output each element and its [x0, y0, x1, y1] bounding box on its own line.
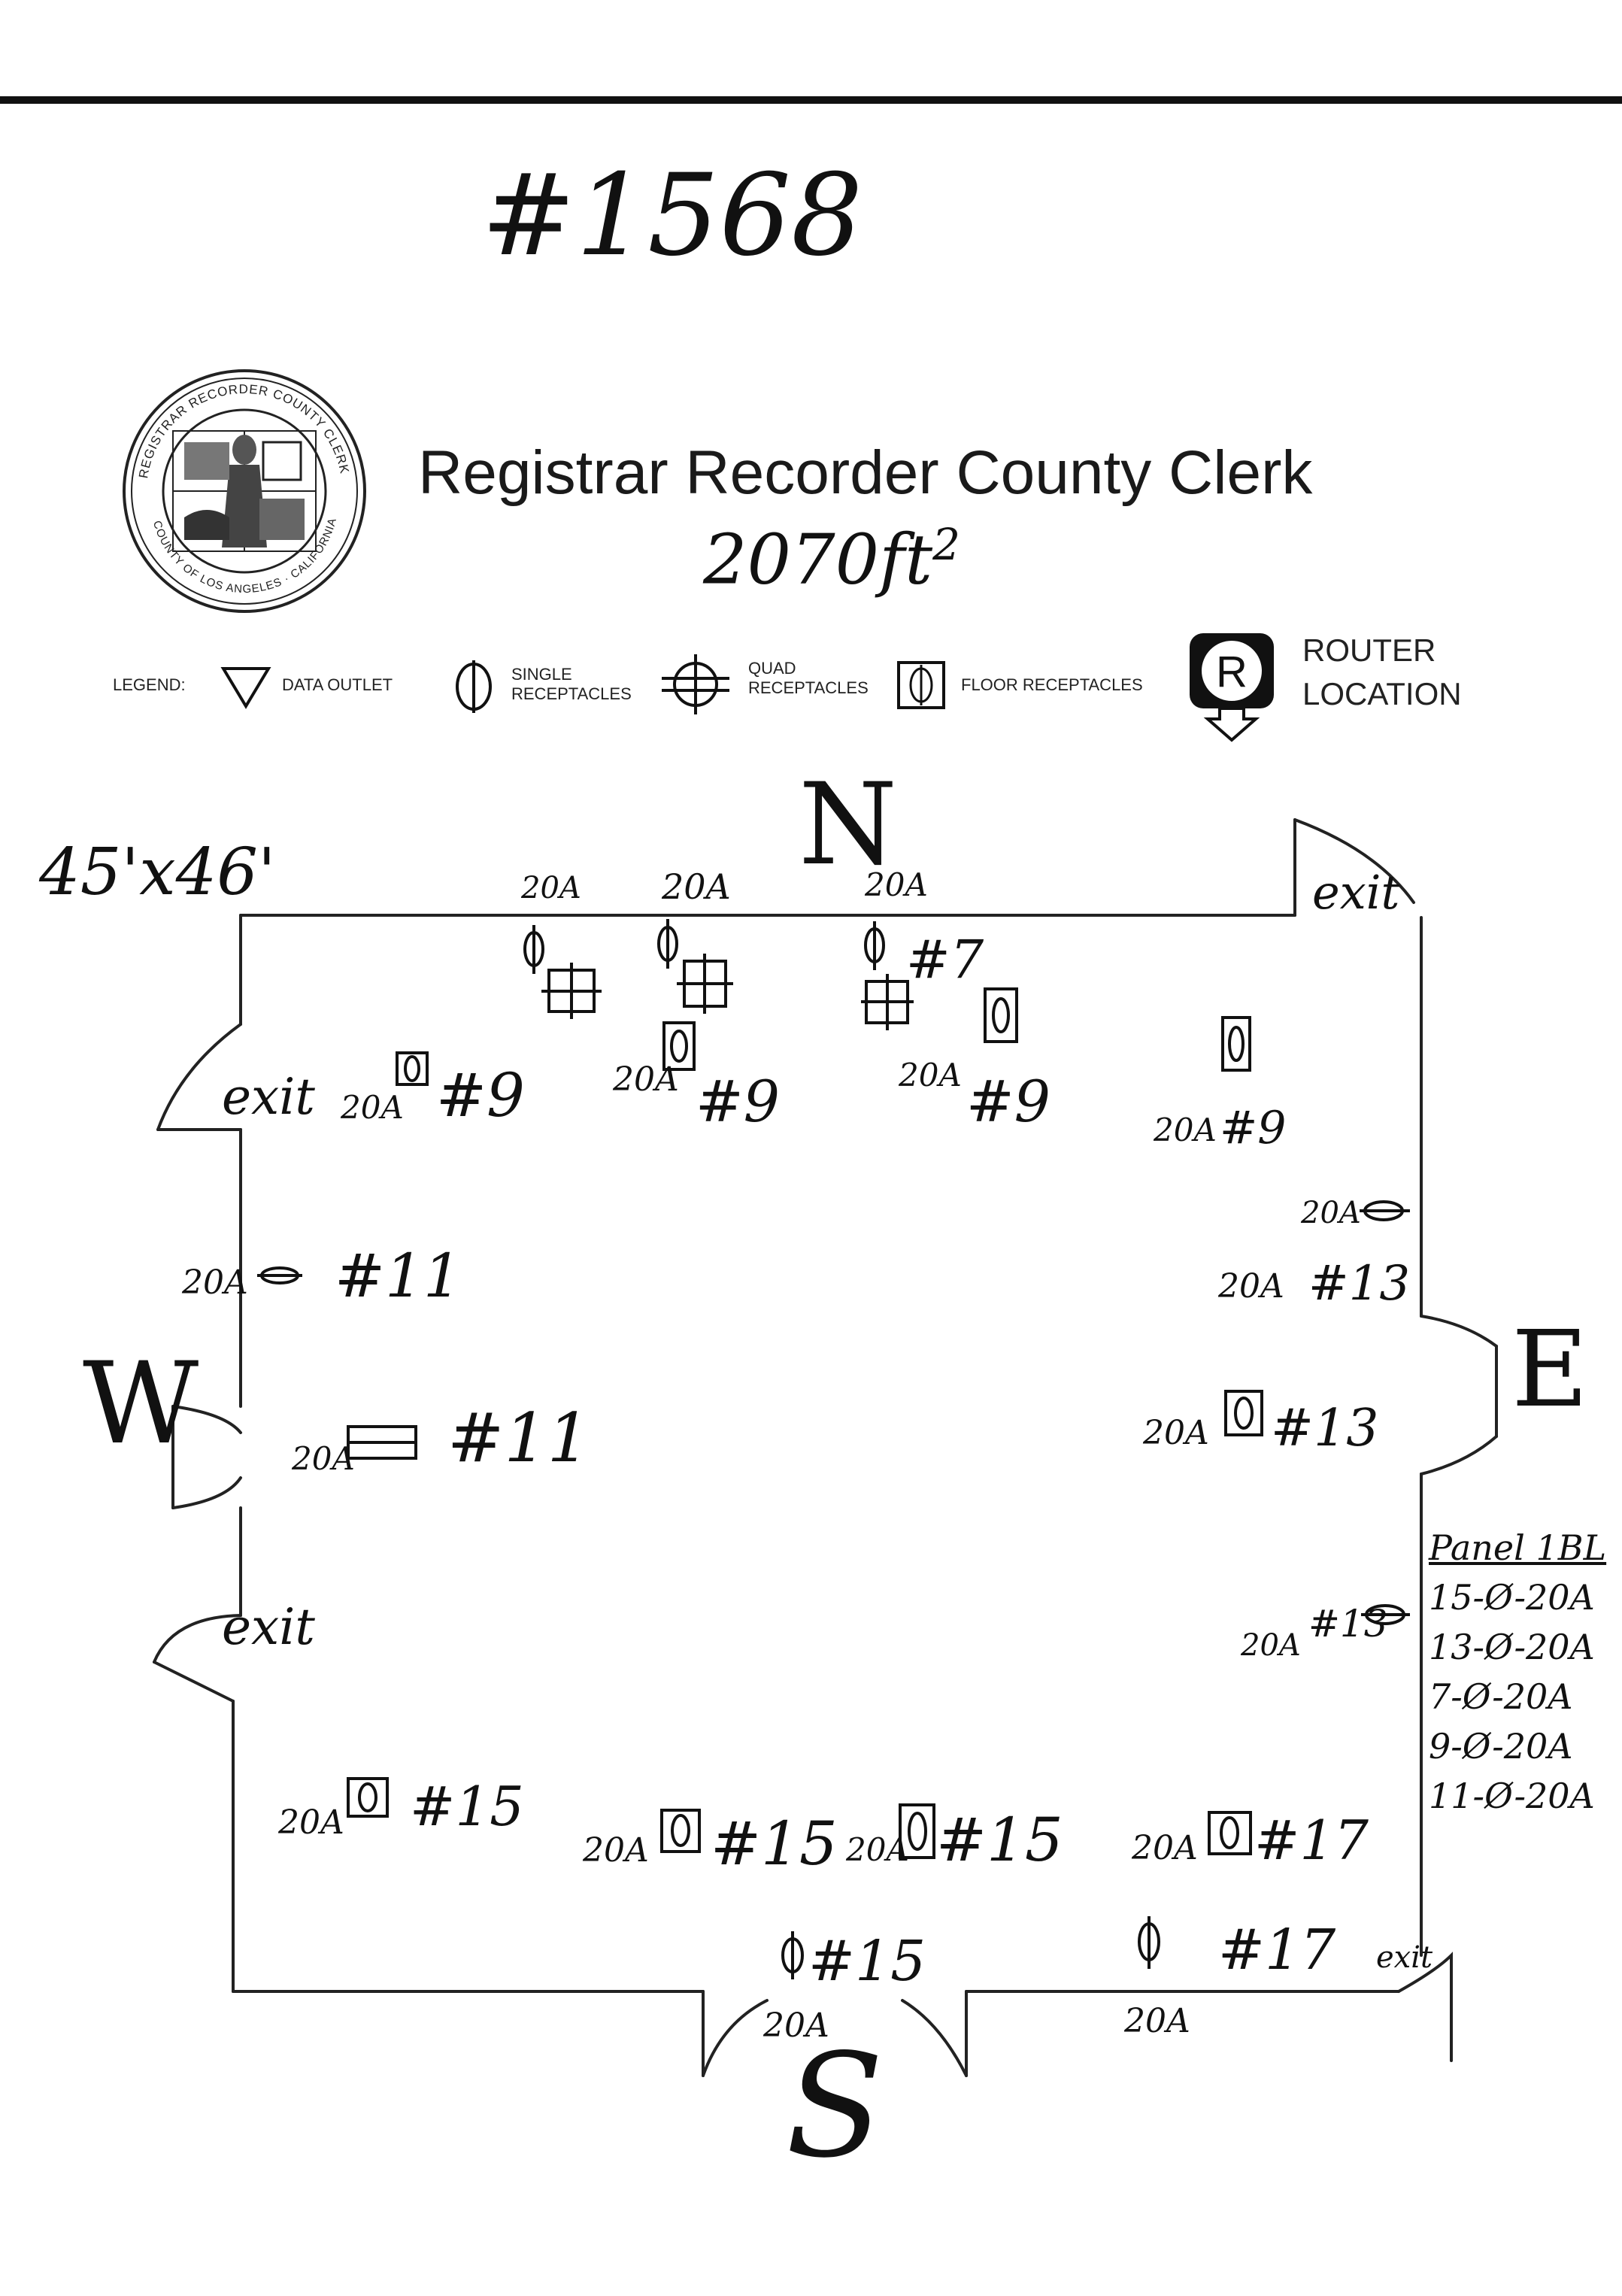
router-icon-letter: R: [1216, 648, 1248, 696]
floor-receptacle-ne: [1221, 1016, 1251, 1072]
amp-label-s3: 20A: [846, 1831, 909, 1868]
panel-row: 11-Ø-20A: [1429, 1776, 1595, 1816]
panel-schedule: Panel 1BL 15-Ø-20A 13-Ø-20A 7-Ø-20A 9-Ø-…: [1429, 1523, 1617, 1821]
amp-label-w1: 20A: [182, 1263, 248, 1302]
circuit-label-e2: #13: [1271, 1399, 1379, 1458]
compass-north: N: [799, 760, 898, 890]
circuit-label-e1: #13: [1308, 1256, 1411, 1312]
circuit-label-ne: #9: [1220, 1102, 1287, 1154]
floor-receptacle-w2: [347, 1425, 417, 1460]
floor-receptacle-nw: [396, 1051, 429, 1086]
exit-label-ne: exit: [1312, 865, 1400, 920]
amp-label-nw: 20A: [341, 1089, 404, 1126]
panel-row: 9-Ø-20A: [1429, 1726, 1573, 1767]
file-number: #1568: [481, 150, 863, 281]
circuit-label-w2: #11: [447, 1399, 590, 1478]
amp-label-n1: 20A: [521, 871, 581, 905]
area-number: 2070ft: [703, 519, 933, 600]
amp-label-e4: 20A: [1241, 1628, 1301, 1663]
quad-receptacle-n1: [541, 963, 602, 1019]
circuit-label-nw: #9: [436, 1060, 525, 1130]
compass-south: S: [786, 2023, 884, 2189]
amp-label-s1: 20A: [278, 1803, 344, 1842]
area-exponent: 2: [932, 519, 961, 570]
floor-receptacle-s4: [1208, 1811, 1252, 1855]
panel-row: 7-Ø-20A: [1429, 1676, 1573, 1717]
single-receptacle-s6: [1138, 1916, 1160, 1969]
wall-receptacle-w1: [257, 1266, 302, 1284]
legend-data-outlet: DATA OUTLET: [282, 675, 393, 694]
circuit-label-e3: #13: [1308, 1602, 1388, 1645]
router-line2: LOCATION: [1302, 676, 1462, 711]
amp-label-e2: 20A: [1218, 1267, 1284, 1306]
seal-graphic: REGISTRAR RECORDER COUNTY CLERK COUNTY O…: [123, 369, 366, 613]
circuit-label-n1: #7: [906, 929, 984, 990]
circuit-label-nr: #9: [966, 1068, 1051, 1135]
wall-receptacle-e1: [1360, 1200, 1410, 1221]
router-location-label: ROUTER LOCATION: [1302, 629, 1462, 716]
exit-label-w-lower: exit: [222, 1598, 315, 1656]
legend-quad-receptacle: QUAD RECEPTACLES: [748, 659, 869, 697]
single-receptacle-n1: [523, 925, 544, 974]
amp-label-n2: 20A: [662, 866, 731, 907]
circuit-label-s3: #15: [936, 1805, 1063, 1875]
legend-label: LEGEND:: [113, 675, 186, 694]
amp-label-s2: 20A: [583, 1831, 649, 1870]
panel-row: 15-Ø-20A: [1429, 1577, 1595, 1618]
legend-single-receptacle: SINGLE RECEPTACLES: [511, 665, 632, 703]
panel-title: Panel 1BL: [1429, 1527, 1607, 1568]
amp-label-nm: 20A: [613, 1060, 679, 1099]
amp-label-w2: 20A: [292, 1440, 355, 1477]
circuit-label-s6: #17: [1218, 1918, 1336, 1982]
quad-receptacle-n2: [677, 954, 733, 1014]
page-title: Registrar Recorder County Clerk: [418, 438, 1313, 507]
amp-label-nr: 20A: [899, 1057, 962, 1093]
amp-label-s5: 20A: [763, 2006, 829, 2045]
compass-west: W: [83, 1339, 199, 1470]
amp-label-s4: 20A: [1132, 1829, 1198, 1867]
circuit-label-nm: #9: [696, 1068, 781, 1135]
circuit-label-s4: #15: [808, 1929, 926, 1994]
floor-receptacle-s2: [660, 1809, 701, 1853]
amp-label-e3: 20A: [1143, 1414, 1209, 1452]
circuit-label-s2: #15: [711, 1809, 838, 1879]
room-dimensions: 45'x46': [39, 835, 276, 910]
floor-receptacle-nr: [984, 987, 1018, 1043]
area-value: 2070ft2: [703, 519, 960, 600]
floor-receptacle-s1: [347, 1777, 389, 1818]
circuit-label-s1: #15: [410, 1775, 524, 1838]
amp-label-ne: 20A: [1154, 1112, 1217, 1148]
panel-row: 13-Ø-20A: [1429, 1627, 1595, 1667]
top-border: [0, 96, 1622, 104]
exit-label-w-upper: exit: [222, 1068, 315, 1126]
legend-floor-receptacle: FLOOR RECEPTACLES: [961, 675, 1143, 694]
amp-label-s6: 20A: [1124, 2002, 1190, 2040]
circuit-label-w1: #11: [335, 1241, 462, 1311]
county-seal: REGISTRAR RECORDER COUNTY CLERK COUNTY O…: [120, 367, 368, 615]
single-receptacle-n3: [864, 921, 885, 970]
amp-label-n3: 20A: [865, 866, 928, 903]
circuit-label-s5: #17: [1254, 1809, 1369, 1872]
router-line1: ROUTER: [1302, 632, 1436, 668]
compass-east: E: [1511, 1309, 1589, 1431]
single-receptacle-n2: [657, 919, 678, 969]
floor-receptacle-e2: [1224, 1390, 1263, 1436]
single-receptacle-s5: [781, 1931, 804, 1979]
amp-label-e1: 20A: [1301, 1196, 1361, 1230]
exit-label-se: exit: [1376, 1940, 1433, 1975]
